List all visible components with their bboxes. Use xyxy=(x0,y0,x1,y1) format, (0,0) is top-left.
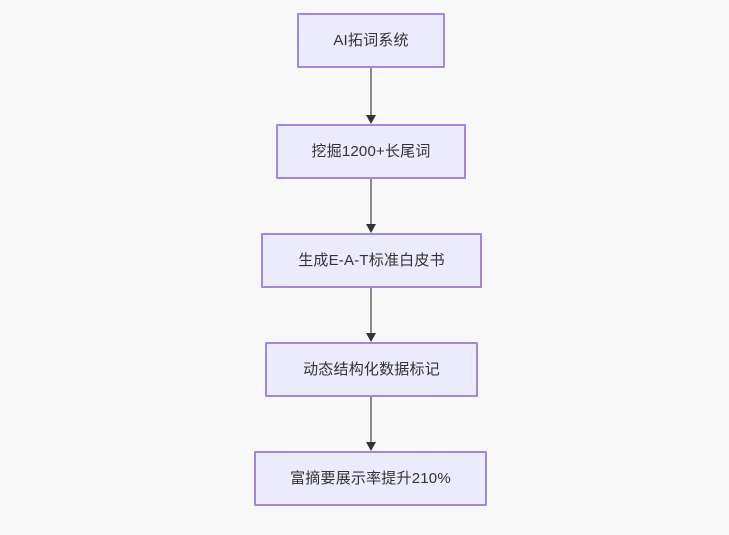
edge-line xyxy=(370,179,372,225)
edge-line xyxy=(370,68,372,116)
arrowhead-icon xyxy=(366,115,376,124)
flow-node[interactable]: 富摘要展示率提升210% xyxy=(254,451,487,506)
flow-node-label: 富摘要展示率提升210% xyxy=(290,470,451,487)
flow-node-label: 挖掘1200+长尾词 xyxy=(311,143,431,160)
flow-node-label: AI拓词系统 xyxy=(333,32,409,49)
flow-node-label: 生成E-A-T标准白皮书 xyxy=(298,252,445,269)
arrowhead-icon xyxy=(366,224,376,233)
flow-node[interactable]: 挖掘1200+长尾词 xyxy=(276,124,466,179)
flow-node[interactable]: 动态结构化数据标记 xyxy=(265,342,478,397)
edge-line xyxy=(370,397,372,443)
flow-node[interactable]: 生成E-A-T标准白皮书 xyxy=(261,233,482,288)
arrowhead-icon xyxy=(366,333,376,342)
flow-node-label: 动态结构化数据标记 xyxy=(303,361,440,378)
arrowhead-icon xyxy=(366,442,376,451)
edge-line xyxy=(370,288,372,334)
flow-node[interactable]: AI拓词系统 xyxy=(297,13,445,68)
